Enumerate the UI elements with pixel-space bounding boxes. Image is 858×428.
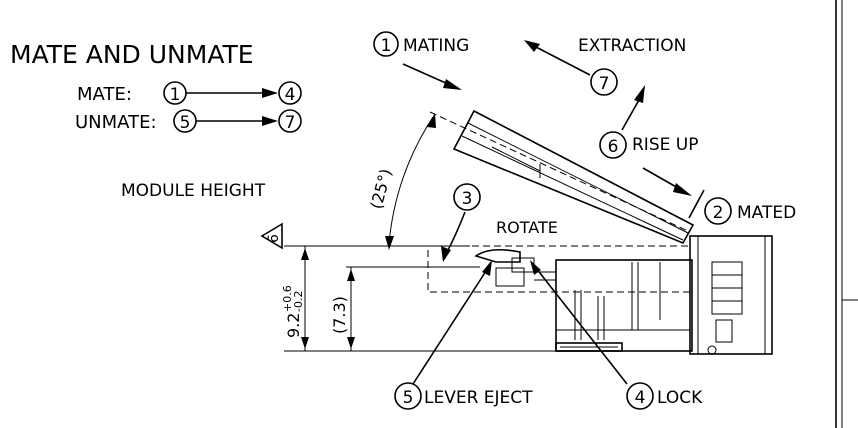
callout-6-label: RISE UP (632, 135, 698, 155)
mate-arrowhead (262, 88, 278, 98)
callout-7-number: 7 (599, 74, 610, 94)
extraction-arrowhead (524, 40, 540, 52)
lock-arrowhead (530, 260, 541, 275)
callout-7-label: EXTRACTION (578, 36, 686, 56)
lever-eject-arrowhead (482, 260, 492, 276)
callout-6-bubble (599, 131, 627, 159)
callout-1-bubble (373, 31, 399, 57)
ref-dim-arrow-top (347, 269, 355, 281)
callout-5-label: LEVER EJECT (424, 388, 533, 408)
unmate-label: UNMATE: (75, 112, 157, 133)
callout-3-bubble (453, 183, 481, 211)
callout-5-number: 5 (403, 388, 414, 408)
module-height-label: MODULE HEIGHT (121, 181, 266, 201)
angle-dimension: (25°) (367, 167, 396, 211)
callout-4-label: LOCK (657, 388, 703, 408)
height-dim-arrow-bottom (301, 337, 309, 349)
callout-1-label: MATING (403, 36, 469, 56)
lock-line (535, 267, 628, 385)
mated-stop-line (688, 189, 705, 219)
callout-3-number: 3 (462, 189, 473, 209)
mate-from-number: 1 (170, 85, 181, 105)
rise-up-arrow-line (621, 99, 640, 131)
lever-eject-line (412, 267, 489, 385)
unmate-from-number: 5 (180, 113, 191, 133)
rotate-arrow-line (445, 211, 466, 255)
connector-housing (427, 235, 773, 355)
mating-arrowhead (443, 79, 462, 90)
module-body (452, 109, 695, 245)
callout-1-number: 1 (381, 36, 392, 56)
callout-3-label: ROTATE (496, 218, 558, 237)
ref-height: (7.3) (330, 296, 349, 334)
mated-arrow-line (642, 167, 679, 189)
mate-to-number: 4 (285, 85, 296, 105)
callout-7-bubble (590, 68, 618, 96)
callout-2-label: MATED (737, 203, 796, 223)
ref-dim-arrow-bottom (347, 337, 355, 349)
callout-5-bubble (394, 382, 422, 410)
angle-arrowhead-top (427, 113, 436, 128)
unmate-to-number: 7 (285, 113, 296, 133)
angle-arc (388, 116, 434, 245)
height-tol-minus: -0.2 (292, 291, 305, 312)
callout-2-bubble (704, 197, 732, 225)
datum-triangle-icon (260, 222, 283, 250)
rise-up-arrowhead (634, 85, 645, 103)
height-dim-arrow-top (301, 248, 309, 260)
mate-label: MATE: (77, 84, 132, 105)
drawing-title: MATE AND UNMATE (10, 40, 254, 69)
angle-arrowhead-bottom (385, 236, 394, 250)
height-tol-plus: +0.6 (281, 285, 294, 312)
datum-number: 6 (266, 234, 282, 243)
extraction-arrow-line (535, 46, 591, 76)
unmate-to-bubble (278, 109, 302, 133)
callout-6-number: 6 (608, 137, 619, 157)
height-dimension-text: 9.2 +0.6 -0.2 (281, 285, 305, 338)
callout-4-number: 4 (635, 388, 646, 408)
height-main: 9.2 (284, 313, 303, 338)
callout-2-number: 2 (713, 203, 724, 223)
mate-to-bubble (278, 81, 302, 105)
callout-4-bubble (626, 382, 654, 410)
mating-arrow-line (402, 63, 449, 85)
mated-arrowhead (673, 183, 692, 196)
unmate-arrowhead (262, 116, 278, 126)
angle-ref-line (429, 111, 691, 233)
rotate-arrowhead (441, 246, 451, 262)
